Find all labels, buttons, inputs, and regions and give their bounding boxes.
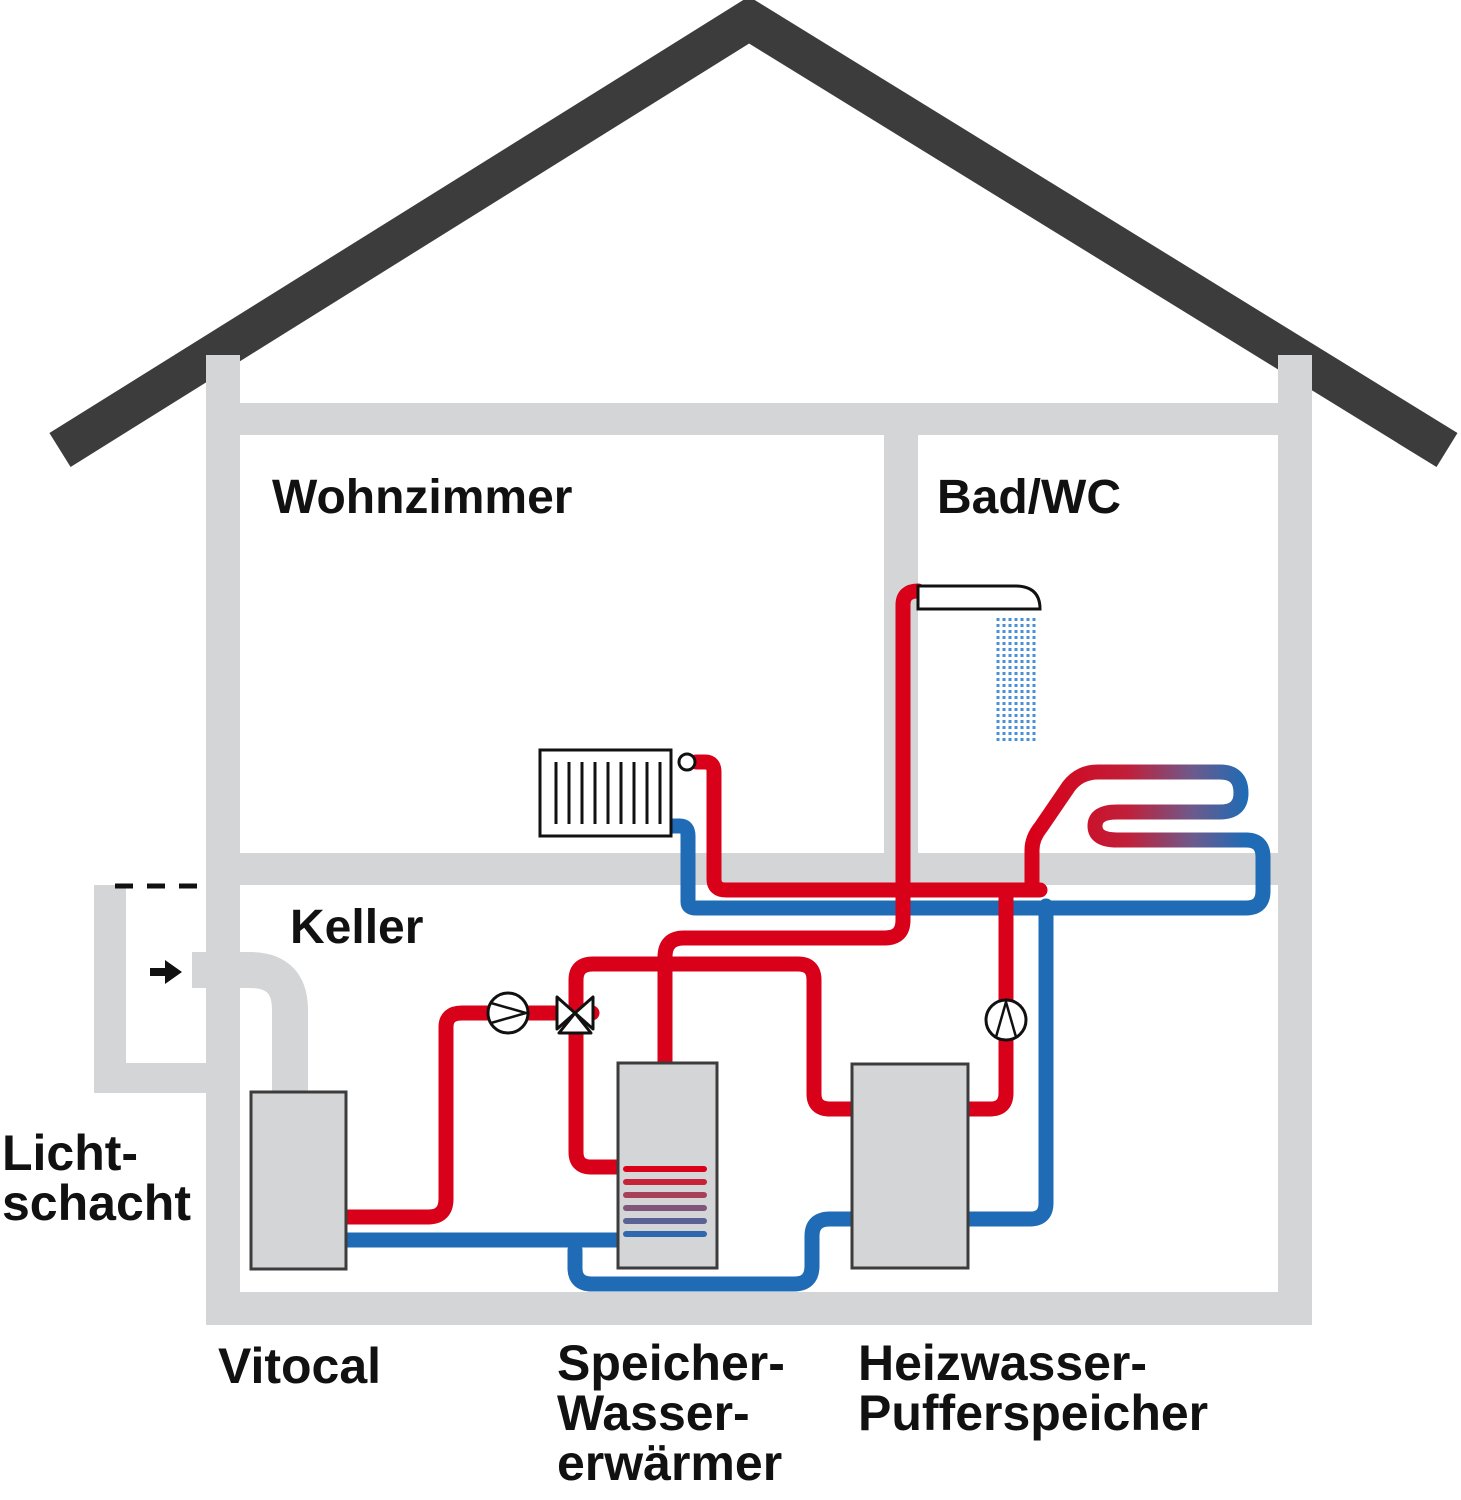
pump-icon <box>486 991 531 1035</box>
label-keller: Keller <box>290 901 424 954</box>
label-lichtschacht-line-2: schacht <box>2 1175 191 1231</box>
label-puffer-line-1: Heizwasser- <box>858 1335 1148 1391</box>
label-bad-wc: Bad/WC <box>937 471 1121 524</box>
arrow-icon <box>150 960 182 984</box>
label-speicher-line-1: Speicher- <box>557 1335 785 1391</box>
label-speicher-wassererwaermer: Speicher- Wasser- erwärmer <box>557 1338 785 1488</box>
label-lichtschacht: Licht- schacht <box>2 1128 191 1228</box>
heat-pump-unit <box>249 1090 348 1271</box>
flow-pipes <box>338 583 1048 1225</box>
label-vitocal: Vitocal <box>218 1338 382 1394</box>
radiator <box>538 748 673 838</box>
label-wohnzimmer: Wohnzimmer <box>272 471 573 524</box>
label-lichtschacht-line-1: Licht- <box>2 1125 139 1181</box>
roof <box>49 0 1458 468</box>
dhw-cylinder <box>616 1061 719 1270</box>
underfloor-heating-loop <box>1024 764 1254 898</box>
house-walls <box>206 355 1312 1325</box>
label-heizwasser-pufferspeicher: Heizwasser- Pufferspeicher <box>858 1338 1208 1438</box>
shower-head-icon <box>916 584 1042 611</box>
thermostatic-valve-icon <box>677 752 697 772</box>
return-pipes <box>338 818 1271 1292</box>
shower-water <box>996 618 1036 742</box>
pump-icon <box>984 997 1028 1042</box>
label-speicher-line-3: erwärmer <box>557 1435 783 1491</box>
label-puffer-line-2: Pufferspeicher <box>858 1385 1209 1441</box>
buffer-tank <box>850 1062 970 1270</box>
label-speicher-line-2: Wasser- <box>557 1385 750 1441</box>
light-well-duct <box>94 883 308 1093</box>
three-way-valve-icon <box>555 995 595 1035</box>
